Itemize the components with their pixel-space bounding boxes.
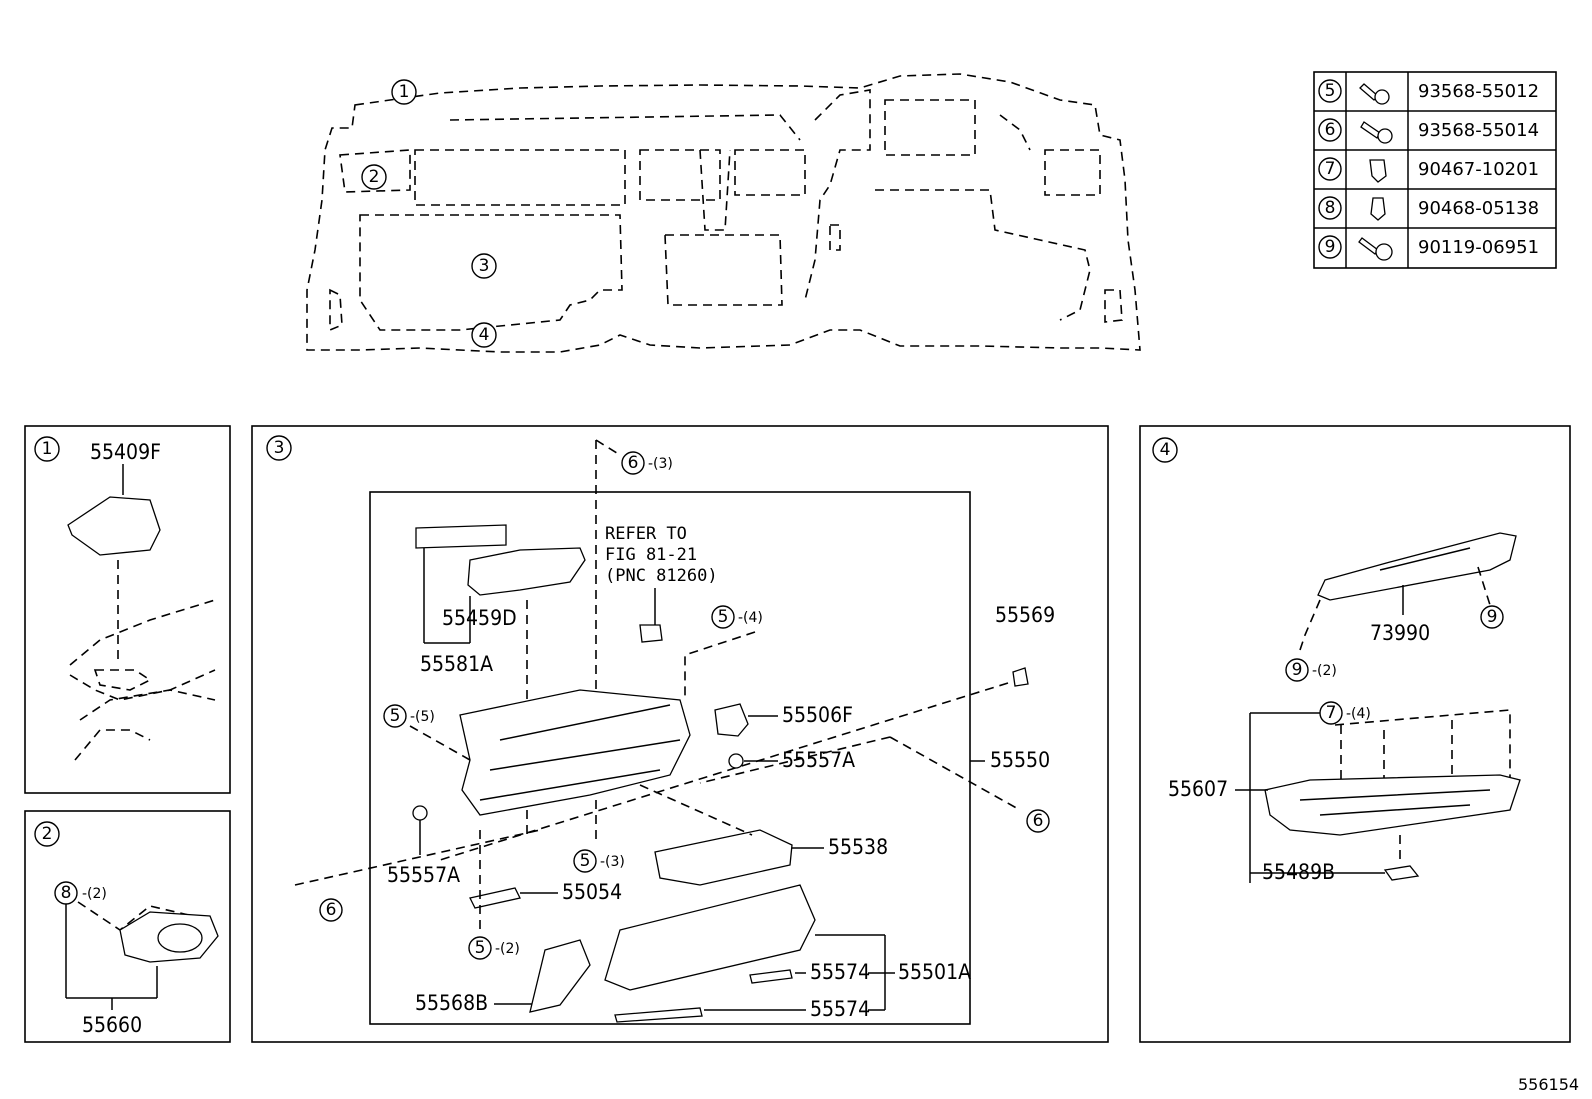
svg-text:5: 5	[1325, 81, 1336, 101]
refer-note-line: FIG 81-21	[605, 545, 697, 565]
overview-callout-3: 3	[471, 253, 497, 279]
svg-text:1: 1	[42, 439, 53, 459]
svg-text:6: 6	[1325, 120, 1336, 140]
dashboard-overview	[306, 73, 1141, 353]
tray-part	[654, 829, 793, 886]
svg-text:-(4): -(4)	[738, 610, 763, 626]
svg-text:7: 7	[1326, 703, 1337, 723]
bolt-washer-icon	[1360, 121, 1393, 144]
svg-text:-(5): -(5)	[410, 709, 435, 725]
part-label: 55054	[562, 880, 622, 904]
part-label: 55574	[810, 960, 870, 984]
svg-text:-(4): -(4)	[1346, 706, 1371, 722]
glove-box-door-part	[604, 884, 816, 991]
refer-note-line: (PNC 81260)	[605, 566, 718, 586]
svg-text:3: 3	[479, 256, 490, 276]
svg-text:5: 5	[718, 607, 729, 627]
svg-text:5: 5	[475, 938, 486, 958]
svg-text:1: 1	[399, 82, 410, 102]
part-label: 55489B	[1262, 860, 1335, 884]
part-label: 55506F	[782, 703, 853, 727]
panel-4: 4 73990 9 9 -(2) 7 -(4) 55607 55489B	[1139, 425, 1571, 1043]
svg-text:90119-06951: 90119-06951	[1418, 237, 1539, 258]
overview-callout-1: 1	[391, 79, 417, 105]
refer-note-line: REFER TO	[605, 524, 687, 544]
panel-3: 3 6 -(3) REFER TO FIG 81-21 (PNC 81260) …	[251, 425, 1109, 1043]
diagram-id: 556154	[1518, 1075, 1579, 1094]
overview-callout-2: 2	[361, 164, 387, 190]
svg-text:-(2): -(2)	[1312, 663, 1337, 679]
svg-text:-(2): -(2)	[495, 941, 520, 957]
svg-text:9: 9	[1325, 237, 1336, 257]
bolt-washer-icon	[1359, 83, 1390, 105]
cover-part	[529, 939, 591, 1013]
part-label: 55568B	[415, 991, 488, 1015]
svg-text:6: 6	[1033, 811, 1044, 831]
svg-text:4: 4	[1160, 440, 1171, 460]
overview-callout-4: 4	[471, 322, 497, 348]
svg-text:7: 7	[1325, 159, 1336, 179]
svg-text:9: 9	[1292, 660, 1303, 680]
svg-text:93568-55014: 93568-55014	[1418, 120, 1539, 141]
damper-part	[714, 703, 749, 737]
table-row: 9 90119-06951	[1318, 235, 1539, 261]
svg-text:-(2): -(2)	[82, 886, 107, 902]
screw-icon	[1358, 237, 1393, 261]
part-label: 55409F	[90, 440, 161, 464]
glove-box-frame-part	[459, 689, 691, 816]
table-row: 6 93568-55014	[1318, 118, 1539, 144]
svg-text:9: 9	[1487, 607, 1498, 627]
part-label: 55581A	[420, 652, 493, 676]
svg-text:3: 3	[274, 438, 285, 458]
svg-text:4: 4	[479, 325, 490, 345]
lower-panel-part	[1264, 774, 1521, 836]
svg-text:2: 2	[42, 824, 53, 844]
part-label: 55660	[82, 1013, 142, 1037]
part-label: 55557A	[387, 863, 460, 887]
svg-text:90468-05138: 90468-05138	[1418, 198, 1539, 219]
part-label: 55538	[828, 835, 888, 859]
svg-text:93568-55012: 93568-55012	[1418, 81, 1539, 102]
svg-text:5: 5	[580, 851, 591, 871]
svg-text:6: 6	[326, 900, 337, 920]
switch-panel-part	[1317, 532, 1517, 601]
table-row: 5 93568-55012	[1318, 79, 1539, 105]
part-label: 73990	[1370, 621, 1430, 645]
svg-text:-(3): -(3)	[648, 456, 673, 472]
svg-text:8: 8	[1325, 198, 1336, 218]
part-label: 55607	[1168, 777, 1228, 801]
part-label: 55501A	[898, 960, 971, 984]
part-label: 55557A	[782, 748, 855, 772]
part-label: 55569	[995, 603, 1055, 627]
svg-text:90467-10201: 90467-10201	[1418, 159, 1539, 180]
part-label: 55459D	[442, 606, 517, 630]
svg-text:8: 8	[61, 883, 72, 903]
svg-text:6: 6	[628, 453, 639, 473]
part-label: 55550	[990, 748, 1050, 772]
panel-1: 1 55409F	[24, 425, 231, 794]
table-row: 8 90468-05138	[1318, 196, 1539, 221]
svg-text:2: 2	[369, 167, 380, 187]
bulb-part	[639, 624, 663, 643]
speaker-grille-part	[67, 496, 161, 556]
fastener-table: 5 93568-55012 6 93568-55014 7 90467-1020…	[1313, 71, 1557, 269]
clip-icon	[1369, 159, 1387, 183]
clip-icon	[1370, 197, 1386, 221]
svg-text:-(3): -(3)	[600, 854, 625, 870]
part-label: 55574	[810, 997, 870, 1021]
table-row: 7 90467-10201	[1318, 157, 1539, 183]
svg-text:5: 5	[390, 706, 401, 726]
panel-2: 2 8 -(2) 55660	[24, 810, 231, 1043]
